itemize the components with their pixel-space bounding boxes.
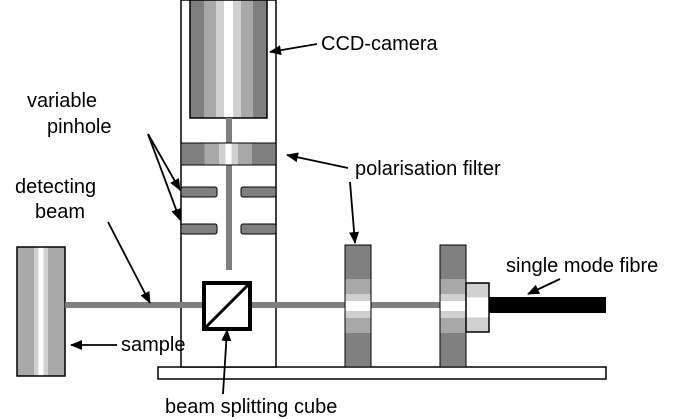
beam-polarisation-filter-2: [439, 244, 467, 368]
polarisation-filter-arrow-beam: [349, 181, 360, 244]
horizontal-beam: [65, 302, 463, 308]
pinhole-arrow-lower: [147, 133, 181, 221]
beam-polarisation-filter-1: [344, 244, 372, 368]
ccd-camera-label: CCD-camera: [321, 33, 439, 55]
beam-splitting-cube: [202, 281, 252, 331]
pinhole-blade-upper-right: [240, 186, 277, 198]
detecting-beam-arrow: [107, 221, 151, 304]
sample-label: sample: [121, 334, 185, 356]
detecting-beam-label-line1: detecting: [15, 176, 96, 198]
pinhole-blade-upper-left: [180, 186, 218, 198]
single-mode-fibre: [489, 297, 606, 313]
ccd-camera-arrow: [269, 43, 318, 56]
polarisation-filter-label: polarisation filter: [355, 158, 501, 180]
ccd-camera-body: [189, 0, 268, 119]
single-mode-fibre-arrow: [527, 278, 561, 295]
single-mode-fibre-label: single mode fibre: [506, 255, 658, 277]
arrows: [70, 43, 561, 395]
beam-splitting-cube-arrow: [221, 329, 232, 395]
variable-pinhole-label-line1: variable: [27, 90, 97, 112]
tower-polarisation-filter: [180, 142, 277, 166]
polarisation-filter-arrow-tower: [286, 152, 349, 169]
variable-pinhole-label-line2: pinhole: [47, 116, 112, 138]
pinhole-blade-lower-right: [240, 223, 277, 235]
detecting-beam-label-line2: beam: [35, 201, 85, 223]
pinhole-arrow-upper: [147, 133, 181, 191]
pinhole-blade-lower-left: [180, 223, 218, 235]
fibre-coupler: [465, 282, 490, 333]
beam-splitting-cube-label: beam splitting cube: [165, 396, 337, 418]
vertical-beam: [226, 118, 232, 270]
sample-block: [16, 246, 66, 377]
base-plate: [157, 366, 607, 380]
